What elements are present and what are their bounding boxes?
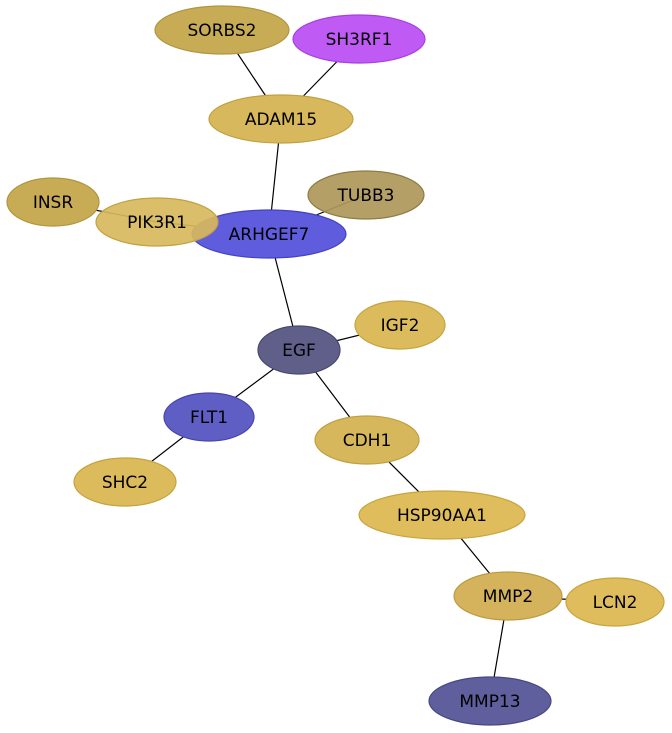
node-ellipse <box>314 415 420 465</box>
node-ellipse <box>6 177 100 227</box>
node-label: INSR <box>33 193 74 213</box>
node-sorbs2[interactable]: SORBS2 <box>154 5 290 55</box>
node-ellipse <box>358 490 526 540</box>
node-mmp2[interactable]: MMP2 <box>453 571 563 621</box>
node-label: ADAM15 <box>245 110 317 130</box>
node-igf2[interactable]: IGF2 <box>354 300 446 350</box>
node-label: MMP13 <box>459 692 520 712</box>
node-insr[interactable]: INSR <box>6 177 100 227</box>
node-pik3r1[interactable]: PIK3R1 <box>95 197 219 247</box>
node-label: EGF <box>282 341 316 361</box>
node-label: ARHGEF7 <box>229 225 310 245</box>
node-ellipse <box>208 94 354 144</box>
node-mmp13[interactable]: MMP13 <box>428 676 552 726</box>
node-ellipse <box>565 577 665 627</box>
node-label: TUBB3 <box>337 186 395 206</box>
node-ellipse <box>354 300 446 350</box>
node-ellipse <box>154 5 290 55</box>
node-hsp90aa1[interactable]: HSP90AA1 <box>358 490 526 540</box>
node-sh3rf1[interactable]: SH3RF1 <box>292 14 426 64</box>
node-tubb3[interactable]: TUBB3 <box>307 170 425 220</box>
node-label: SHC2 <box>102 473 148 493</box>
node-ellipse <box>428 676 552 726</box>
node-label: CDH1 <box>343 431 392 451</box>
node-flt1[interactable]: FLT1 <box>163 392 255 442</box>
node-label: SH3RF1 <box>326 30 393 50</box>
node-ellipse <box>453 571 563 621</box>
node-label: FLT1 <box>190 408 228 428</box>
node-ellipse <box>163 392 255 442</box>
node-shc2[interactable]: SHC2 <box>73 457 177 507</box>
node-adam15[interactable]: ADAM15 <box>208 94 354 144</box>
node-egf[interactable]: EGF <box>257 325 341 375</box>
node-cdh1[interactable]: CDH1 <box>314 415 420 465</box>
node-ellipse <box>95 197 219 247</box>
node-ellipse <box>307 170 425 220</box>
node-ellipse <box>257 325 341 375</box>
node-ellipse <box>292 14 426 64</box>
node-lcn2[interactable]: LCN2 <box>565 577 665 627</box>
node-label: MMP2 <box>483 587 533 607</box>
node-ellipse <box>73 457 177 507</box>
node-label: SORBS2 <box>188 21 257 41</box>
node-label: IGF2 <box>381 316 420 336</box>
node-label: LCN2 <box>593 593 638 613</box>
node-label: PIK3R1 <box>127 213 187 233</box>
node-label: HSP90AA1 <box>397 506 487 526</box>
